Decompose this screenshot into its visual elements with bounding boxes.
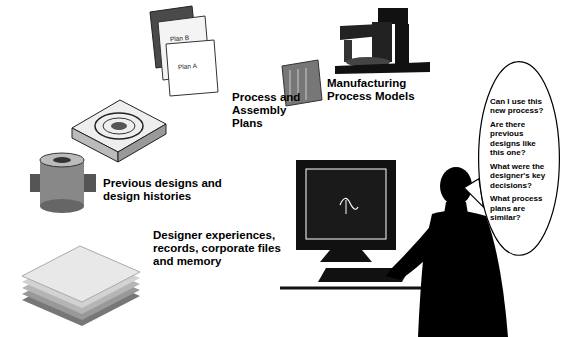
caption-label: Designer experiences, records, corporate…: [153, 229, 281, 268]
speech-bubble: Can I use this new process? Are there pre…: [478, 61, 560, 256]
caption-label: Process and Assembly Plans: [232, 91, 318, 130]
record-layers: [22, 246, 140, 326]
bubble-outline: [478, 61, 560, 256]
plans-stack: [150, 6, 218, 96]
question-text: What were the designer's key decisions?: [490, 162, 548, 191]
bubble-ellipse: [479, 61, 560, 255]
caption-label: Manufacturing Process Models: [327, 77, 427, 103]
question-text: What process plans are similar?: [490, 194, 548, 223]
plate-part: [72, 100, 166, 162]
cylinder-part: [30, 153, 96, 213]
bubble-text: Can I use this new process? Are there pre…: [490, 97, 548, 227]
caption-label: Previous designs and design histories: [103, 177, 241, 203]
machine: [282, 8, 430, 106]
question-text: Are there previous designs like this one…: [490, 120, 548, 158]
question-text: Can I use this new process?: [490, 97, 548, 116]
